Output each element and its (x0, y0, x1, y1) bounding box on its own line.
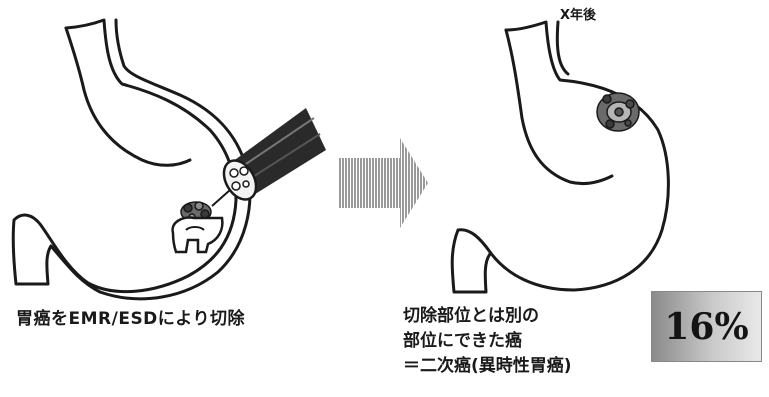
right-caption: 切除部位とは別の 部位にできた癌 ＝二次癌(異時性胃癌) (403, 304, 572, 379)
left-caption: 胃癌をEMR/ESDにより切除 (16, 309, 245, 329)
right-caption-line-3: ＝二次癌(異時性胃癌) (403, 356, 572, 376)
tumor-icon (180, 201, 212, 223)
right-arrow-icon (338, 138, 428, 228)
time-label: X年後 (560, 8, 597, 23)
secondary-cancer-icon (596, 92, 640, 132)
percentage-value: 16% (664, 305, 749, 348)
left-stomach (11, 18, 252, 301)
right-caption-line-1: 切除部位とは別の (403, 306, 539, 326)
percentage-box: 16% (651, 291, 762, 362)
endoscope-icon (211, 108, 326, 207)
right-stomach (450, 20, 670, 294)
snare-icon (171, 216, 224, 254)
right-caption-line-2: 部位にできた癌 (403, 331, 522, 351)
